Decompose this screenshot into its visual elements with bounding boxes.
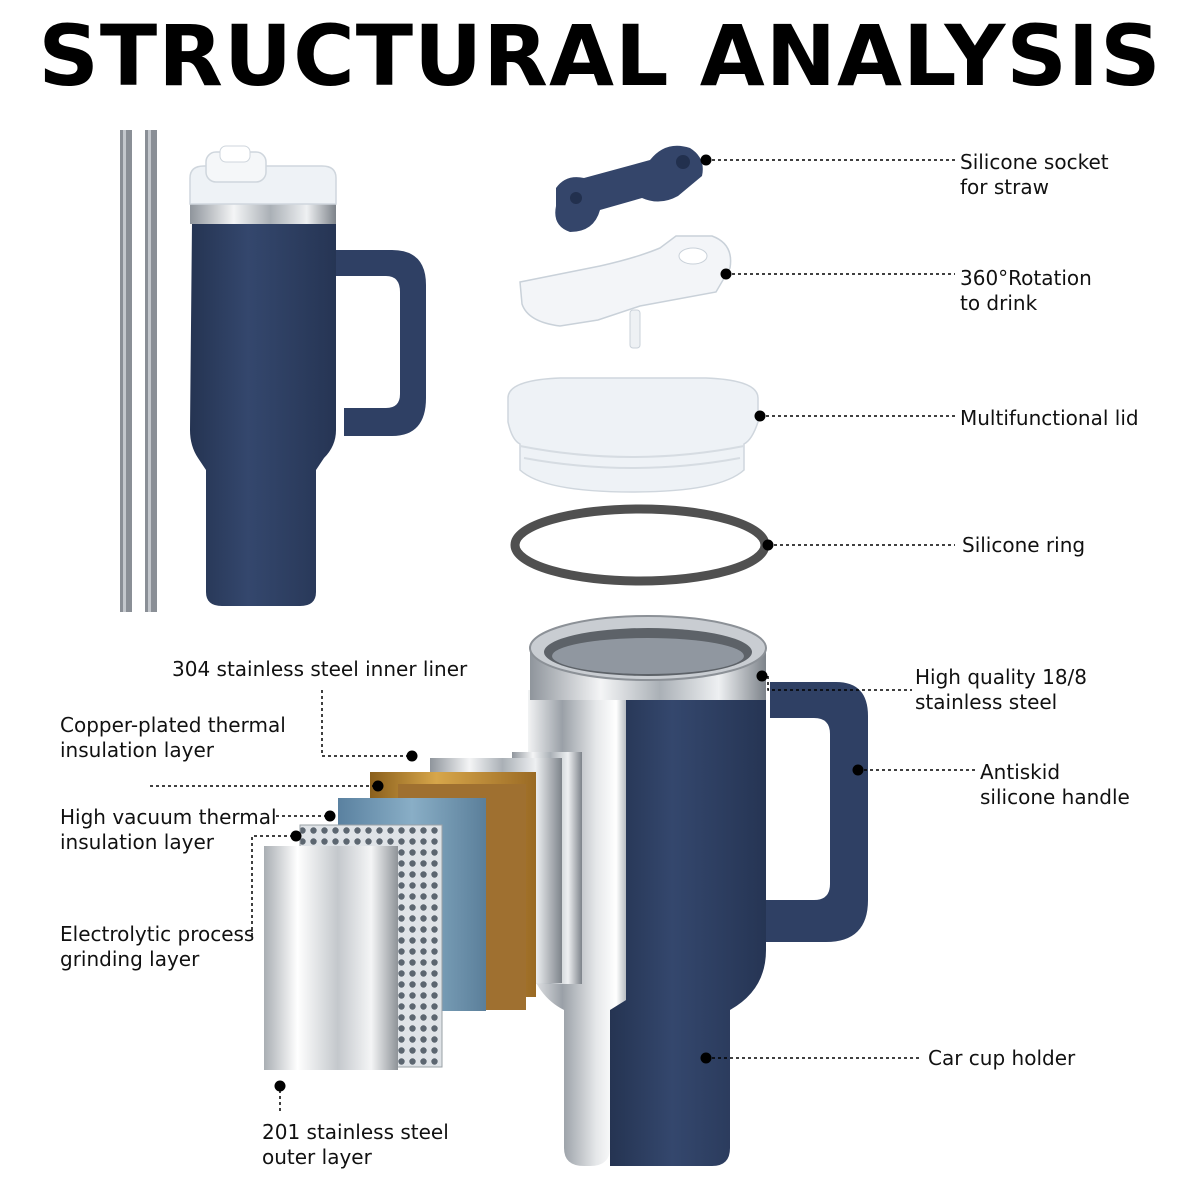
label-line: High vacuum thermal bbox=[60, 805, 277, 829]
label-line: 304 stainless steel inner liner bbox=[172, 657, 468, 681]
label-line: Copper-plated thermal bbox=[60, 713, 286, 737]
label-line: Silicone ring bbox=[962, 533, 1086, 557]
lid-part bbox=[507, 377, 759, 493]
label-line: Antiskid bbox=[980, 760, 1061, 784]
label-line: insulation layer bbox=[60, 738, 214, 762]
page-title: STRUCTURAL ANALYSIS bbox=[38, 7, 1162, 105]
leader-lines bbox=[150, 159, 978, 1114]
label-copper-layer: Copper-plated thermal insulation layer bbox=[60, 713, 286, 763]
leader-dots bbox=[274, 154, 864, 1092]
label-vacuum-layer: High vacuum thermal insulation layer bbox=[60, 805, 277, 855]
exploded-layers bbox=[264, 752, 582, 1070]
label-silicone-socket: Silicone socket for straw bbox=[960, 150, 1109, 200]
rotation-part bbox=[519, 235, 732, 349]
label-electrolytic-layer: Electrolytic process grinding layer bbox=[60, 922, 254, 972]
label-car-cup-holder: Car cup holder bbox=[928, 1046, 1075, 1071]
label-line: Car cup holder bbox=[928, 1046, 1076, 1070]
label-line: Silicone socket bbox=[960, 150, 1109, 174]
label-line: silicone handle bbox=[980, 785, 1130, 809]
label-line: to drink bbox=[960, 291, 1038, 315]
silicone-ring bbox=[510, 504, 770, 586]
label-line: grinding layer bbox=[60, 947, 200, 971]
label-rotation: 360°Rotation to drink bbox=[960, 266, 1092, 316]
label-outer-layer: 201 stainless steel outer layer bbox=[262, 1120, 449, 1170]
straws bbox=[120, 130, 157, 612]
label-line: insulation layer bbox=[60, 830, 214, 854]
label-line: outer layer bbox=[262, 1145, 372, 1169]
label-line: 360°Rotation bbox=[960, 266, 1092, 290]
label-line: High quality 18/8 bbox=[915, 665, 1088, 689]
assembled-tumbler bbox=[189, 145, 426, 606]
label-line: stainless steel bbox=[915, 690, 1058, 714]
label-multifunctional-lid: Multifunctional lid bbox=[960, 406, 1139, 431]
label-antiskid-handle: Antiskid silicone handle bbox=[980, 760, 1130, 810]
label-line: Electrolytic process bbox=[60, 922, 255, 946]
label-silicone-ring: Silicone ring bbox=[962, 533, 1085, 558]
label-line: for straw bbox=[960, 175, 1049, 199]
label-stainless-steel: High quality 18/8 stainless steel bbox=[915, 665, 1087, 715]
label-line: Multifunctional lid bbox=[960, 406, 1139, 430]
label-inner-liner: 304 stainless steel inner liner bbox=[172, 657, 467, 682]
label-line: 201 stainless steel bbox=[262, 1120, 449, 1144]
silicone-socket bbox=[555, 145, 703, 232]
